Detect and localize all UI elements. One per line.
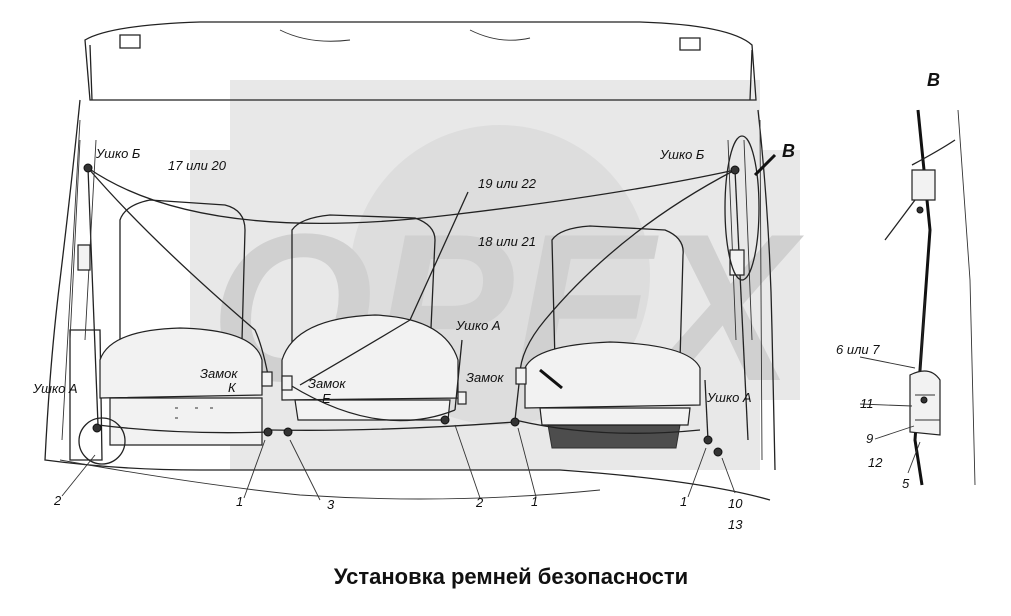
label-num-1b: 1	[531, 494, 538, 509]
label-num-9: 9	[866, 431, 873, 446]
label-num-1c: 1	[680, 494, 687, 509]
label-num-12: 12	[868, 455, 883, 470]
label-part-19-22: 19 или 22	[478, 176, 537, 191]
label-num-2a: 2	[53, 493, 62, 508]
label-num-3: 3	[327, 497, 335, 512]
label-num-2b: 2	[475, 495, 484, 510]
seat-belts	[87, 167, 749, 441]
label-num-11: 11	[860, 396, 874, 411]
leader-lines	[61, 356, 921, 501]
label-section-marker-b: B	[782, 141, 795, 161]
label-ushko-a-center: Ушко А	[455, 318, 501, 333]
label-part-18-21: 18 или 21	[478, 234, 536, 249]
label-zamok-e-letter: Е	[322, 391, 331, 406]
section-view-b	[884, 109, 976, 486]
label-ushko-b-right: Ушко Б	[659, 147, 705, 162]
label-part-17-20: 17 или 20	[168, 158, 227, 173]
detail-circles	[78, 135, 777, 465]
pillar-rails	[69, 139, 753, 341]
label-zamok-right: Замок	[466, 370, 504, 385]
label-ushko-a-right: Ушко А	[706, 390, 752, 405]
label-ushko-a-left: Ушко А	[32, 381, 78, 396]
cab-outline	[44, 21, 776, 501]
center-seat	[281, 214, 459, 421]
label-zamok-k-letter: К	[228, 380, 237, 395]
label-part-6-7: 6 или 7	[836, 342, 880, 357]
fixing-points	[83, 163, 740, 457]
label-zamok-e: Замок	[308, 376, 346, 391]
label-num-1a: 1	[236, 494, 243, 509]
label-num-10: 10	[728, 496, 743, 511]
label-section-title-b: B	[927, 70, 940, 90]
right-seat	[524, 225, 701, 449]
diagram-caption: Установка ремней безопасности	[334, 564, 688, 589]
label-num-5: 5	[902, 476, 910, 491]
watermark-logo: OPEX	[190, 80, 804, 470]
label-num-13: 13	[728, 517, 743, 532]
label-ushko-b-left: Ушко Б	[95, 146, 141, 161]
label-zamok-k: Замок	[200, 366, 238, 381]
callout-labels: Ушко Б 17 или 20 19 или 22 18 или 21 Ушк…	[32, 70, 940, 532]
